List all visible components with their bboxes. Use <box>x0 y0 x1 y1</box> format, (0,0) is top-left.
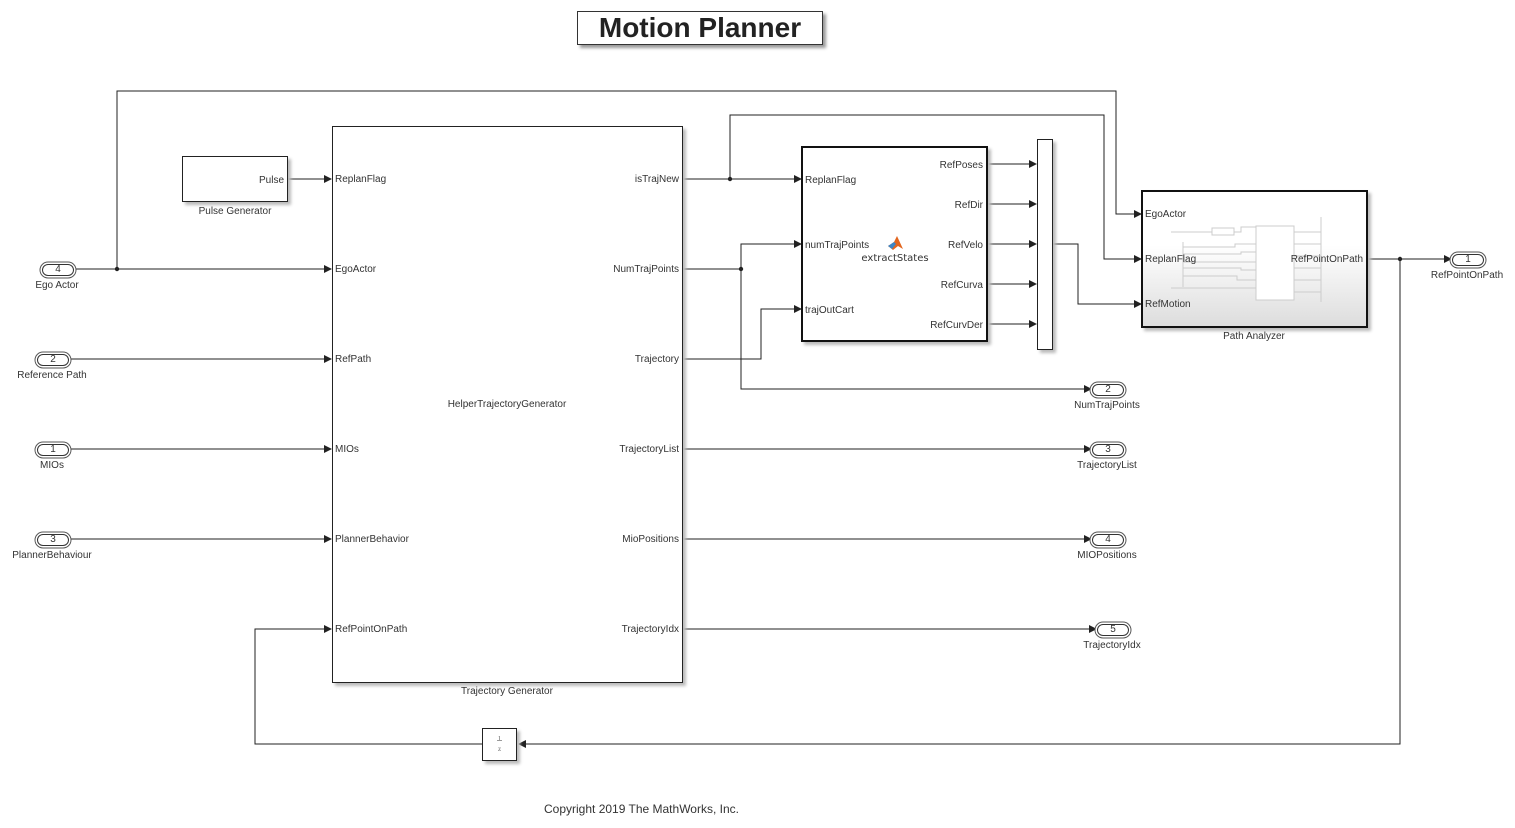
tg-input: PlannerBehavior <box>335 534 409 545</box>
delay-numerator: 1 <box>497 735 502 743</box>
outport-label: TrajectoryIdx <box>1083 640 1141 651</box>
es-input: numTrajPoints <box>805 240 870 251</box>
outport-label: TrajectoryList <box>1077 460 1137 471</box>
inport-planner-behaviour[interactable]: 3 <box>37 534 69 546</box>
tg-output: TrajectoryIdx <box>621 624 679 635</box>
extract-states-name: extractStates <box>861 253 929 264</box>
outport-trajectoryidx[interactable]: 5 <box>1097 624 1129 636</box>
wire-feedback <box>518 259 1401 748</box>
wire-numtraj <box>683 240 802 270</box>
trajectory-generator-block[interactable]: ReplanFlag EgoActor RefPath MIOs Planner… <box>332 126 683 683</box>
outport-miopositions[interactable]: 4 <box>1092 534 1124 546</box>
wire-istrajnew-branch <box>729 114 1142 263</box>
delay-denominator: z <box>497 745 502 753</box>
tg-input: RefPointOnPath <box>335 624 408 635</box>
pulse-generator-label: Pulse Generator <box>198 206 272 217</box>
unit-delay-block[interactable]: 1 z <box>482 728 517 761</box>
branch-point <box>114 266 120 272</box>
wire-bus-out <box>1038 243 1142 308</box>
es-input: ReplanFlag <box>805 175 857 186</box>
outport-refpointonpath[interactable]: 1 <box>1452 254 1484 266</box>
pulse-port-label: Pulse <box>258 175 284 186</box>
tg-output: Trajectory <box>634 354 679 365</box>
branch-point <box>1397 256 1403 262</box>
outport-label: RefPointOnPath <box>1430 270 1504 281</box>
path-analyzer-block[interactable]: EgoActor ReplanFlag RefMotion RefPointOn… <box>1141 190 1368 328</box>
trajectory-generator-label: Trajectory Generator <box>461 686 553 697</box>
wire-trajectory <box>683 305 802 360</box>
wire-numtraj-out <box>740 269 1092 393</box>
tg-output: NumTrajPoints <box>613 264 679 275</box>
diagram-title: Motion Planner <box>577 11 823 45</box>
es-output: RefPoses <box>939 160 983 171</box>
inport-label: Reference Path <box>17 370 87 381</box>
pa-input: RefMotion <box>1145 299 1191 310</box>
tg-input: ReplanFlag <box>335 174 387 185</box>
branch-point <box>727 176 733 182</box>
inport-label: PlannerBehaviour <box>12 550 92 561</box>
inport-reference-path[interactable]: 2 <box>37 354 69 366</box>
inport-label: Ego Actor <box>35 280 79 291</box>
bus-creator-block[interactable] <box>1037 139 1053 350</box>
es-output: RefCurva <box>940 280 983 291</box>
branch-point <box>738 266 744 272</box>
tg-function-name: HelperTrajectoryGenerator <box>447 399 567 410</box>
es-input: trajOutCart <box>805 305 854 316</box>
tg-output: TrajectoryList <box>619 444 679 455</box>
path-analyzer-label: Path Analyzer <box>1223 331 1285 342</box>
inport-mios[interactable]: 1 <box>37 444 69 456</box>
extract-states-block[interactable]: ReplanFlag numTrajPoints trajOutCart Ref… <box>801 146 988 342</box>
pa-output: RefPointOnPath <box>1290 254 1363 265</box>
outport-label: NumTrajPoints <box>1074 400 1140 411</box>
tg-input: EgoActor <box>335 264 377 275</box>
outport-numtrajpoints[interactable]: 2 <box>1092 384 1124 396</box>
tg-output: MioPositions <box>622 534 679 545</box>
outport-label: MIOPositions <box>1077 550 1137 561</box>
es-output: RefDir <box>954 200 983 211</box>
copyright-text: Copyright 2019 The MathWorks, Inc. <box>544 802 739 816</box>
inport-ego-actor[interactable]: 4 <box>42 264 74 276</box>
pa-input: EgoActor <box>1145 209 1187 220</box>
outport-trajectorylist[interactable]: 3 <box>1092 444 1124 456</box>
subsystem-preview-icon <box>1171 217 1322 302</box>
es-output: RefCurvDer <box>930 320 983 331</box>
wire-delay-out <box>254 625 482 745</box>
pulse-generator-block[interactable]: Pulse <box>182 156 288 202</box>
delay-fraction-bar <box>497 740 502 741</box>
wire-ego-branch <box>116 90 1142 269</box>
tg-input: RefPath <box>335 354 372 365</box>
matlab-function-icon <box>888 236 903 250</box>
tg-input: MIOs <box>335 444 359 455</box>
pa-input: ReplanFlag <box>1145 254 1197 265</box>
inport-label: MIOs <box>40 460 64 471</box>
es-output: RefVelo <box>947 240 983 251</box>
tg-output: isTrajNew <box>634 174 679 185</box>
